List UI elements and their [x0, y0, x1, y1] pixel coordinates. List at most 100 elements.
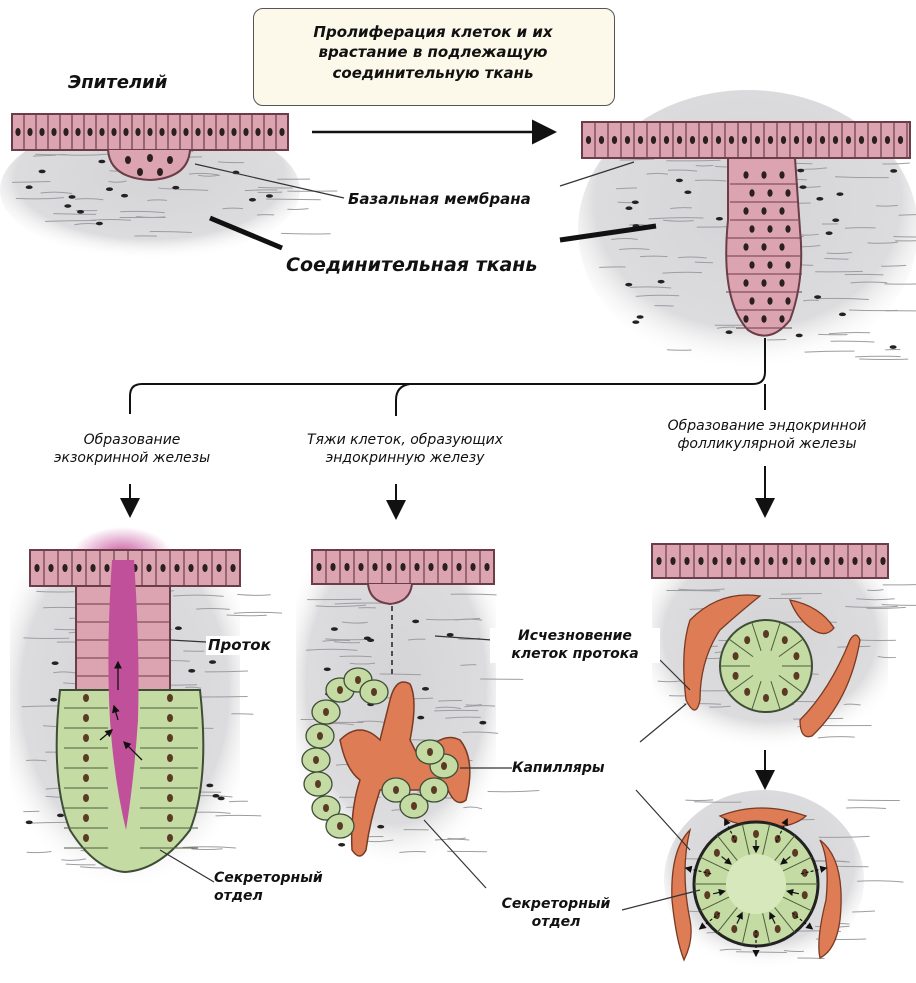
cell-nucleus	[147, 128, 152, 136]
fiber-streak	[849, 310, 897, 311]
cell-nucleus	[768, 136, 773, 144]
cell-nucleus	[743, 171, 748, 179]
cell-nucleus	[586, 136, 591, 144]
cell-nucleus	[785, 297, 790, 305]
cell-nucleus	[83, 694, 89, 702]
cell-nucleus	[859, 136, 864, 144]
cell-nucleus	[731, 835, 737, 843]
cell-nucleus	[428, 563, 433, 571]
cell-nucleus	[183, 128, 188, 136]
cell-nucleus	[749, 225, 754, 233]
fiber-streak	[599, 267, 625, 268]
fibroblast-nucleus	[249, 198, 256, 202]
cell-nucleus	[625, 136, 630, 144]
cell-nucleus	[34, 564, 39, 572]
label-endocrine-cords-line-1: Тяжи клеток, образующих	[270, 432, 540, 450]
cell-nucleus	[761, 315, 766, 323]
cell-nucleus	[188, 564, 193, 572]
label-duct-disappearance-line-2: клеток протока	[490, 646, 660, 664]
cell-nucleus	[703, 136, 708, 144]
cell-nucleus	[48, 564, 53, 572]
label-basal-membrane: Базальная мембрана	[348, 190, 531, 209]
cell-nucleus	[83, 814, 89, 822]
cell-nucleus	[470, 563, 475, 571]
fibroblast-nucleus	[814, 295, 821, 299]
process-caption-line-1: Пролиферация клеток и их	[253, 22, 613, 42]
fibroblast-nucleus	[890, 345, 897, 349]
label-exocrine-formation: Образование экзокринной железы	[32, 432, 232, 467]
cell-nucleus	[231, 128, 236, 136]
cell-nucleus	[833, 136, 838, 144]
cell-nucleus	[712, 557, 717, 565]
cell-nucleus	[793, 652, 799, 660]
cell-nucleus	[749, 189, 754, 197]
cell-nucleus	[167, 694, 173, 702]
cell-nucleus	[677, 136, 682, 144]
fibroblast-nucleus	[331, 627, 338, 631]
fibroblast-nucleus	[69, 195, 76, 199]
label-endocrine-follicular-line-1: Образование эндокринной	[632, 418, 902, 436]
cell-nucleus	[807, 136, 812, 144]
cell-nucleus	[793, 672, 799, 680]
cell-nucleus	[792, 911, 798, 919]
label-exocrine-formation-line-1: Образование	[32, 432, 232, 450]
cell-nucleus	[202, 564, 207, 572]
cell-nucleus	[135, 128, 140, 136]
cell-nucleus	[664, 136, 669, 144]
cell-nucleus	[83, 774, 89, 782]
cell-nucleus	[898, 136, 903, 144]
label-secretory-middle-line-1: Секреторный	[486, 896, 626, 914]
follicle-mature	[664, 790, 903, 970]
cell-nucleus	[441, 762, 447, 770]
cell-nucleus	[779, 171, 784, 179]
cell-nucleus	[743, 279, 748, 287]
cell-nucleus	[146, 564, 151, 572]
cell-nucleus	[726, 557, 731, 565]
cell-nucleus	[167, 734, 173, 742]
cell-nucleus	[167, 814, 173, 822]
cell-nucleus	[802, 891, 808, 899]
cell-nucleus	[880, 557, 885, 565]
cell-nucleus	[456, 563, 461, 571]
cell-nucleus	[824, 557, 829, 565]
fibroblast-nucleus	[422, 687, 429, 691]
fibroblast-nucleus	[206, 784, 213, 788]
cell-nucleus	[90, 564, 95, 572]
cell-nucleus	[393, 786, 399, 794]
cell-nucleus	[104, 564, 109, 572]
cell-nucleus	[792, 849, 798, 857]
cell-nucleus	[684, 557, 689, 565]
fiber-streak	[654, 306, 673, 307]
cell-nucleus	[442, 563, 447, 571]
cell-nucleus	[656, 557, 661, 565]
fiber-streak	[229, 801, 248, 802]
fibroblast-nucleus	[826, 231, 833, 235]
fiber-streak	[227, 615, 267, 616]
cell-nucleus	[782, 636, 788, 644]
fiber-streak	[216, 815, 262, 816]
cell-nucleus	[670, 557, 675, 565]
cell-nucleus	[83, 794, 89, 802]
cell-nucleus	[866, 557, 871, 565]
cell-nucleus	[785, 225, 790, 233]
endocrine-cords	[296, 550, 539, 888]
cell-nucleus	[372, 563, 377, 571]
cell-nucleus	[167, 794, 173, 802]
cell-nucleus	[714, 849, 720, 857]
cell-nucleus	[733, 652, 739, 660]
fibroblast-nucleus	[412, 620, 419, 624]
fiber-streak	[266, 199, 321, 200]
cell-nucleus	[83, 734, 89, 742]
cell-nucleus	[355, 676, 361, 684]
cell-nucleus	[885, 136, 890, 144]
cell-nucleus	[761, 207, 766, 215]
cell-nucleus	[219, 128, 224, 136]
fibroblast-nucleus	[364, 636, 371, 640]
label-endocrine-follicular: Образование эндокринной фолликулярной же…	[632, 418, 902, 453]
fiber-streak	[859, 359, 908, 360]
label-duct-disappearance: Исчезновение клеток протока	[490, 628, 660, 663]
fibroblast-nucleus	[77, 210, 84, 214]
cell-nucleus	[755, 136, 760, 144]
fibroblast-nucleus	[417, 716, 424, 720]
fiber-streak	[696, 165, 713, 166]
